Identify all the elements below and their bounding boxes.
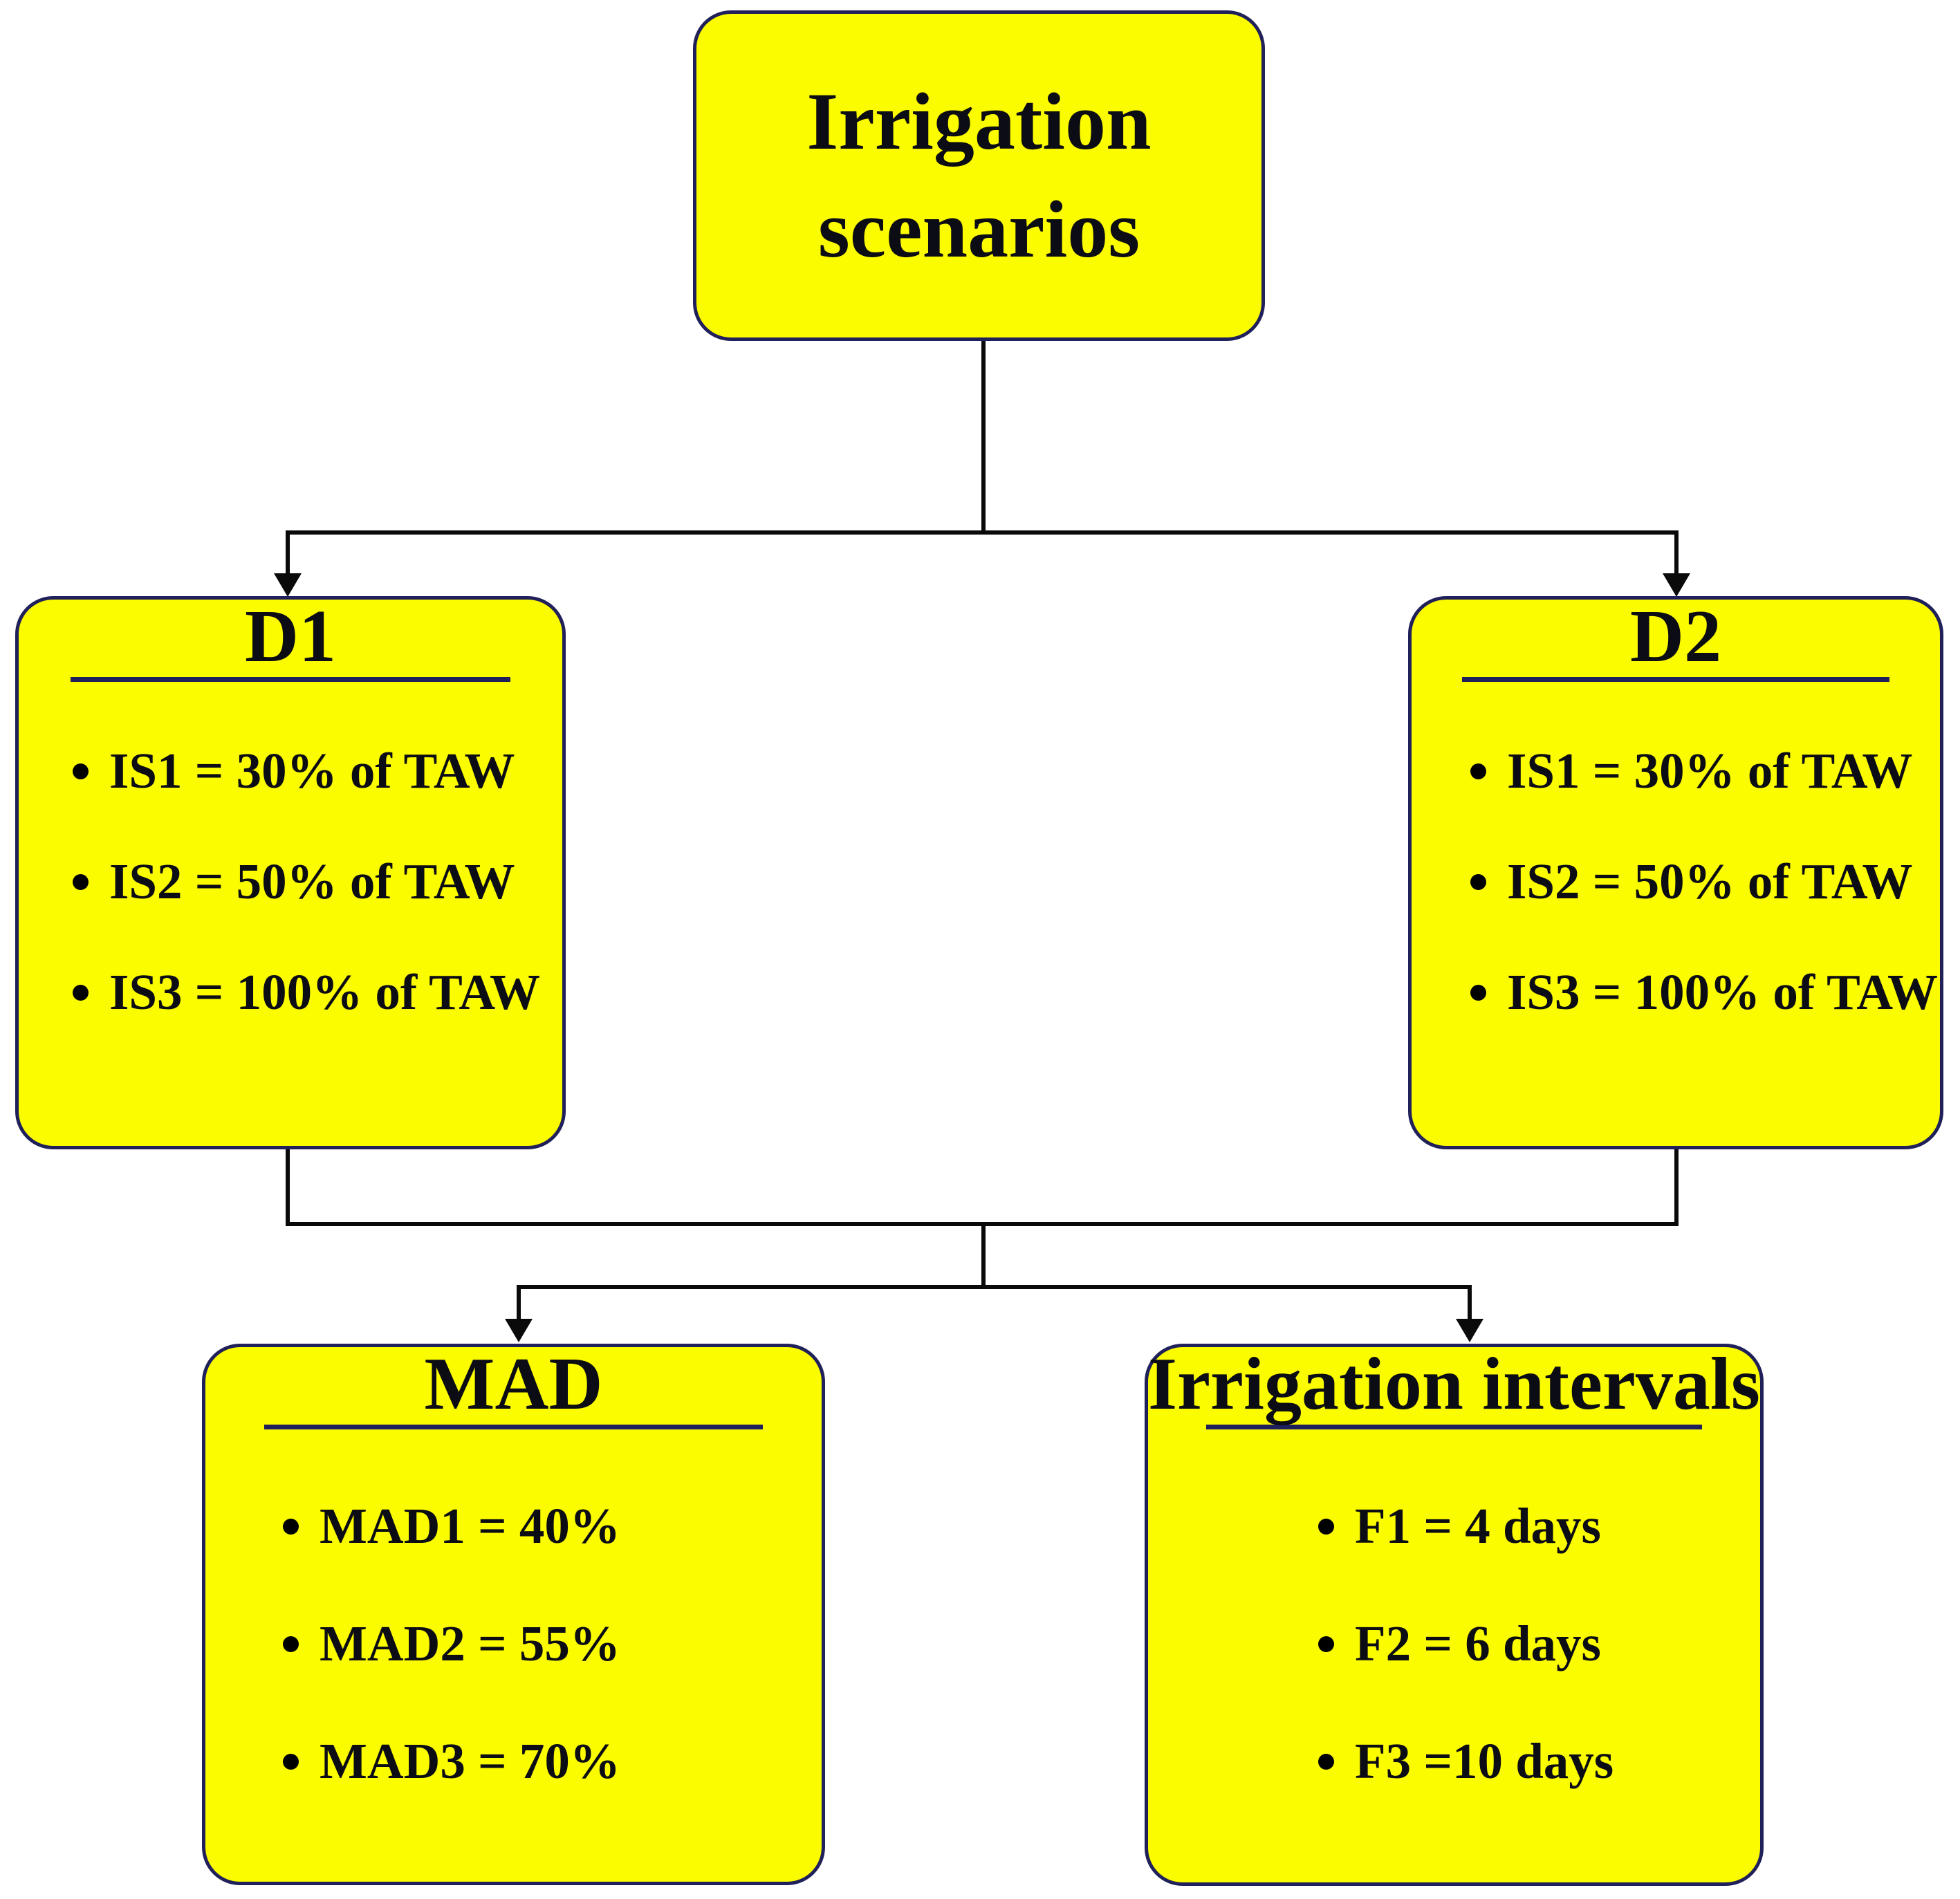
connector-drop-to-d2: [1674, 530, 1679, 580]
connector-center-stem: [981, 1222, 986, 1289]
list-item: MAD2 = 55%: [283, 1613, 822, 1675]
node-title-irrigation-intervals: Irrigation intervals: [1148, 1343, 1760, 1425]
bullet-dot-icon: [73, 763, 89, 779]
list-item: IS3 = 100% of TAW: [1470, 961, 1940, 1023]
connector-drop-to-mad: [517, 1285, 521, 1323]
node-d1: D1 IS1 = 30% of TAW IS2 = 50% of TAW IS3…: [15, 596, 566, 1149]
bullet-dot-icon: [283, 1636, 299, 1652]
list-item: IS1 = 30% of TAW: [1470, 740, 1940, 802]
bullet-dot-icon: [1470, 984, 1486, 1001]
title-underline: [1461, 677, 1890, 682]
bullet-dot-icon: [1470, 763, 1486, 779]
node-title-irrigation-scenarios: Irrigation scenarios: [806, 76, 1152, 275]
bullet-text: F2 = 6 days: [1355, 1615, 1601, 1671]
connector-drop-to-intervals: [1468, 1285, 1472, 1323]
list-item: IS1 = 30% of TAW: [73, 740, 562, 802]
node-irrigation-scenarios: Irrigation scenarios: [693, 10, 1265, 341]
list-item: IS2 = 50% of TAW: [73, 851, 562, 913]
connector-bottom-branch-horizontal: [517, 1285, 1472, 1289]
list-item: MAD1 = 40%: [283, 1495, 822, 1557]
node-title-d1: D1: [245, 595, 336, 678]
connector-d1-stem: [286, 1149, 290, 1226]
bullet-text: IS1 = 30% of TAW: [109, 743, 515, 799]
title-underline: [1206, 1425, 1702, 1429]
connector-top-branch-horizontal: [286, 530, 1679, 535]
bullet-dot-icon: [283, 1753, 299, 1770]
bullet-dot-icon: [73, 984, 89, 1001]
connector-root-stem: [981, 341, 986, 532]
title-underline: [70, 677, 511, 682]
list-item: IS2 = 50% of TAW: [1470, 851, 1940, 913]
connector-drop-to-d1: [286, 530, 290, 580]
bullet-dot-icon: [1318, 1753, 1334, 1770]
arrowhead-down-d2-icon: [1663, 573, 1690, 597]
node-mad: MAD MAD1 = 40% MAD2 = 55% MAD3 = 70%: [202, 1344, 825, 1885]
list-item: F1 = 4 days: [1318, 1495, 1760, 1557]
bullet-text: IS3 = 100% of TAW: [1507, 964, 1938, 1020]
bullet-dot-icon: [283, 1518, 299, 1535]
bullet-text: IS1 = 30% of TAW: [1507, 743, 1913, 799]
node-irrigation-intervals: Irrigation intervals F1 = 4 days F2 = 6 …: [1145, 1344, 1764, 1886]
bullet-text: MAD2 = 55%: [320, 1615, 620, 1671]
bullet-text: MAD3 = 70%: [320, 1733, 620, 1789]
list-item: MAD3 = 70%: [283, 1730, 822, 1793]
bullet-text: IS2 = 50% of TAW: [1507, 853, 1913, 909]
bullet-dot-icon: [1318, 1518, 1334, 1535]
list-item: F2 = 6 days: [1318, 1613, 1760, 1675]
connector-d2-stem: [1674, 1149, 1679, 1226]
bullet-text: F3 =10 days: [1355, 1733, 1614, 1789]
bullet-dot-icon: [1318, 1636, 1334, 1652]
node-d2: D2 IS1 = 30% of TAW IS2 = 50% of TAW IS3…: [1408, 596, 1943, 1149]
arrowhead-down-mad-icon: [505, 1319, 533, 1342]
bullet-text: MAD1 = 40%: [320, 1498, 620, 1554]
list-item: F3 =10 days: [1318, 1730, 1760, 1793]
bullet-text: IS2 = 50% of TAW: [109, 853, 515, 909]
bullet-text: F1 = 4 days: [1355, 1498, 1601, 1554]
arrowhead-down-d1-icon: [274, 573, 302, 597]
bullet-dot-icon: [1470, 873, 1486, 890]
list-item: IS3 = 100% of TAW: [73, 961, 562, 1023]
title-underline: [264, 1425, 764, 1429]
bullet-dot-icon: [73, 873, 89, 890]
bullet-text: IS3 = 100% of TAW: [109, 964, 540, 1020]
node-title-d2: D2: [1630, 595, 1721, 678]
node-title-mad: MAD: [424, 1343, 603, 1425]
arrowhead-down-intervals-icon: [1456, 1319, 1483, 1342]
